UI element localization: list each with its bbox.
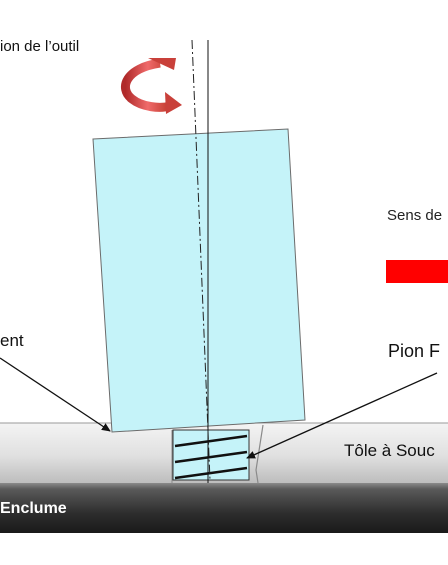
rotation-label: ion de l’outil (0, 38, 80, 55)
direction-label: Sens de (387, 207, 443, 224)
anvil-label: Enclume (0, 500, 67, 517)
rotation-arrow-icon (121, 58, 182, 114)
entry-leader-arrow (0, 357, 111, 432)
tool-body (92, 128, 306, 433)
pin-leader-arrow (246, 372, 438, 459)
pin-threads (174, 434, 248, 480)
pin-label: Pion F (388, 341, 441, 361)
seam-right (255, 424, 264, 484)
sheet-label: Tôle à Souc (344, 441, 435, 460)
entry-label: ent (0, 331, 24, 350)
direction-bar (386, 260, 448, 283)
tool-centerline (191, 39, 211, 481)
anvil (0, 483, 448, 533)
